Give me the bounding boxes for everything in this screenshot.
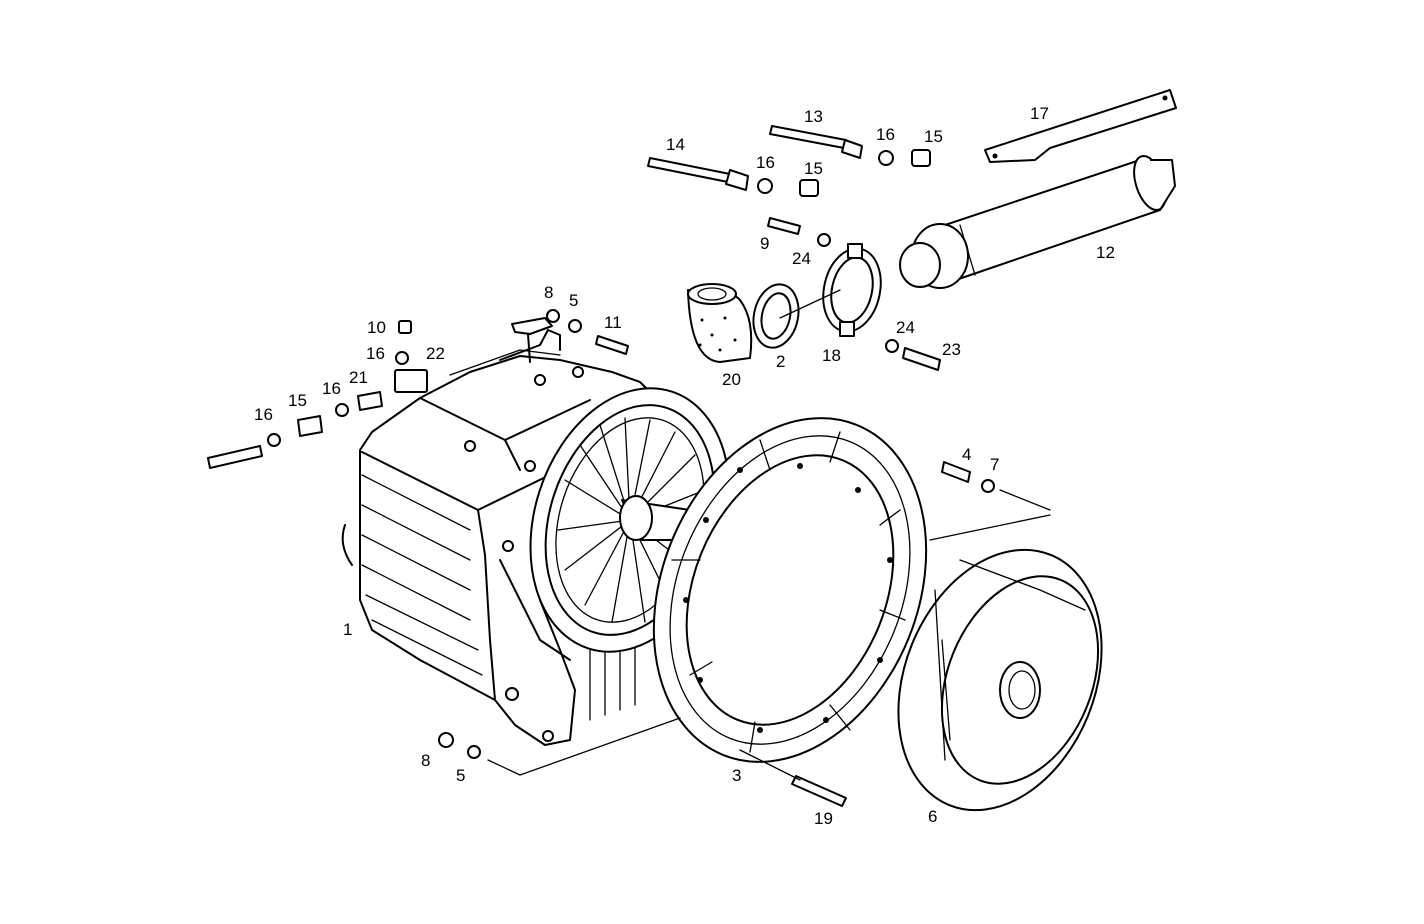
callout-p2: 2 <box>776 352 785 371</box>
callout-p6: 6 <box>928 807 937 826</box>
callout-p24a: 24 <box>792 249 811 268</box>
rods <box>647 125 863 191</box>
gearbox-housing <box>341 317 651 746</box>
callout-p15a: 15 <box>288 391 307 410</box>
callout-p24b: 24 <box>896 318 915 337</box>
small-fittings <box>207 149 995 807</box>
callout-p13: 13 <box>804 107 823 126</box>
callout-p7: 7 <box>990 455 999 474</box>
callout-p16b: 16 <box>322 379 341 398</box>
callout-p5a: 5 <box>569 291 578 310</box>
callout-p11: 11 <box>604 313 622 332</box>
elbow-filter <box>687 283 753 363</box>
callout-p3: 3 <box>732 766 741 785</box>
leader-lines <box>487 289 1051 781</box>
callout-p18: 18 <box>822 346 841 365</box>
callout-p12: 12 <box>1096 243 1115 262</box>
callout-p16e: 16 <box>876 125 895 144</box>
callout-p15c: 15 <box>924 127 943 146</box>
callout-p16d: 16 <box>756 153 775 172</box>
callout-p8b: 8 <box>421 751 430 770</box>
clamp <box>822 243 882 337</box>
callout-p10: 10 <box>367 318 386 337</box>
gasket-plate <box>652 417 928 763</box>
callout-p1: 1 <box>343 620 352 639</box>
callout-p21: 21 <box>349 368 368 387</box>
callout-p15b: 15 <box>804 159 823 178</box>
callout-p17: 17 <box>1030 104 1049 123</box>
callout-p23: 23 <box>942 340 961 359</box>
callout-p4: 4 <box>962 445 971 464</box>
callout-p20: 20 <box>722 370 741 389</box>
bell-cover <box>897 548 1103 812</box>
callout-p5b: 5 <box>456 766 465 785</box>
callout-p19: 19 <box>814 809 833 828</box>
tube-assembly <box>899 155 1176 289</box>
ring <box>752 283 800 349</box>
bracket-strip <box>984 89 1177 163</box>
callout-p16c: 16 <box>366 344 385 363</box>
callout-p8a: 8 <box>544 283 553 302</box>
callout-p14: 14 <box>666 135 685 154</box>
callout-p9: 9 <box>760 234 769 253</box>
callout-p16a: 16 <box>254 405 273 424</box>
callout-labels: 1 2 3 4 5 5 6 7 8 8 9 10 11 12 13 14 15 … <box>254 104 1115 828</box>
callout-p22: 22 <box>426 344 445 363</box>
